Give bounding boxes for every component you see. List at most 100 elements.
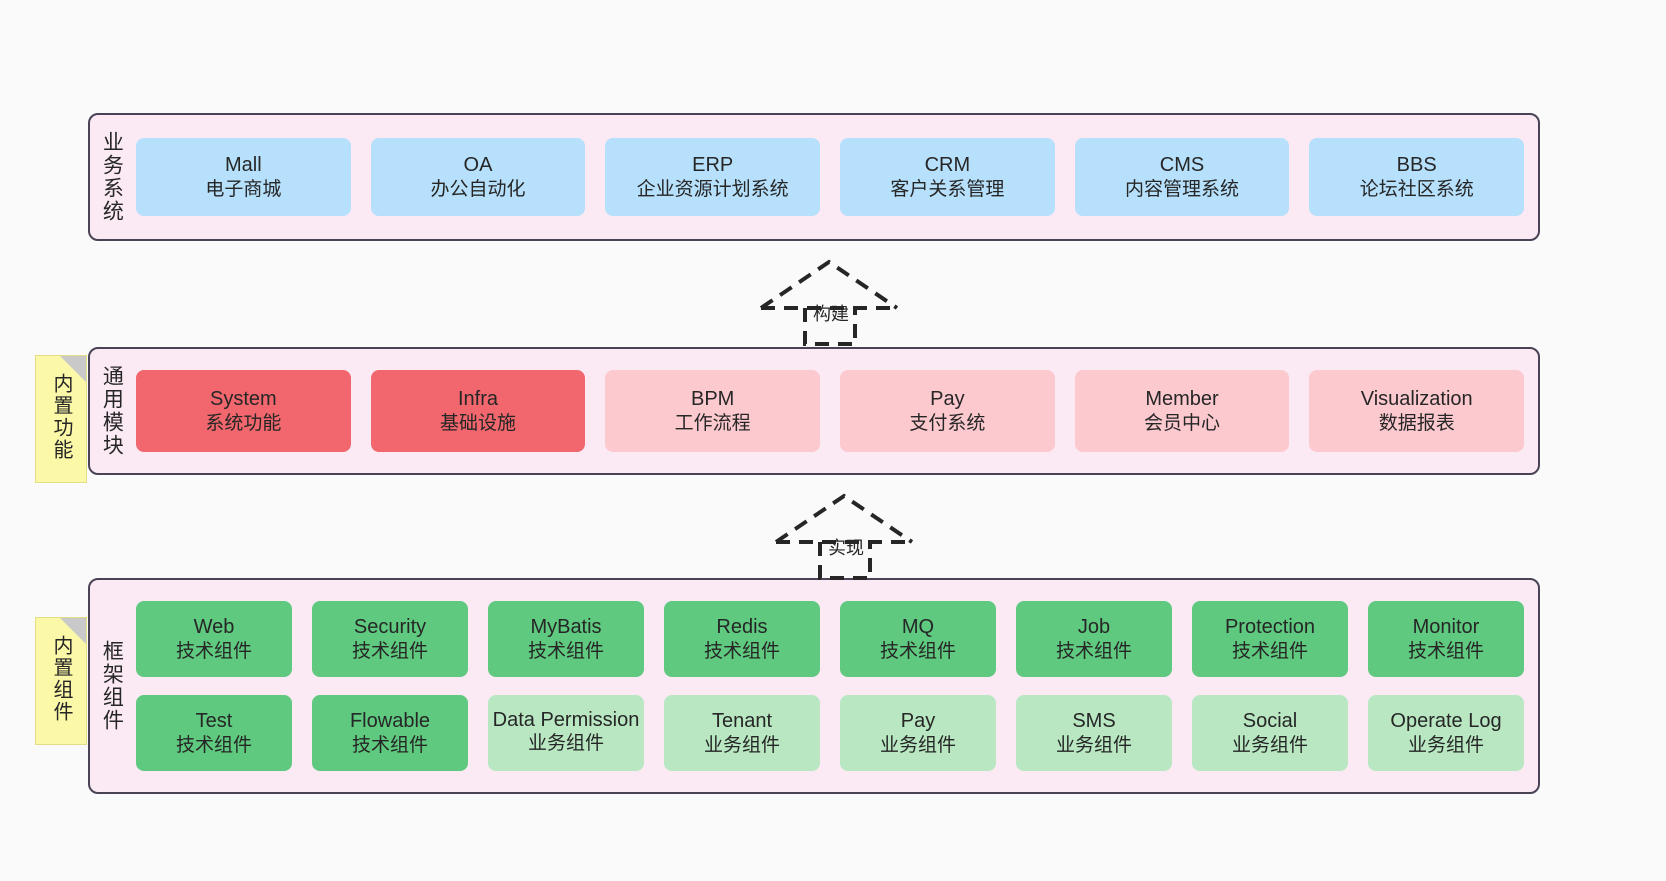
card-bbs[interactable]: BBS 论坛社区系统 (1309, 138, 1525, 216)
layer-common-module: 通用模块 System 系统功能 Infra 基础设施 BPM 工作流程 Pay… (88, 347, 1540, 475)
card-title-en: CRM (924, 153, 971, 176)
card-title-en: CMS (1159, 153, 1205, 176)
card-web[interactable]: Web 技术组件 (136, 601, 292, 677)
card-operate-log[interactable]: Operate Log 业务组件 (1368, 695, 1524, 771)
card-tenant[interactable]: Tenant 业务组件 (664, 695, 820, 771)
card-title-en: Member (1145, 387, 1219, 410)
card-title-cn: 业务组件 (1231, 734, 1308, 756)
card-title-en: Job (1077, 615, 1111, 638)
card-job[interactable]: Job 技术组件 (1016, 601, 1172, 677)
card-oa[interactable]: OA 办公自动化 (370, 138, 586, 216)
card-redis[interactable]: Redis 技术组件 (664, 601, 820, 677)
card-title-cn: 业务组件 (703, 734, 780, 756)
card-social[interactable]: Social 业务组件 (1192, 695, 1348, 771)
card-title-en: MQ (901, 615, 935, 638)
card-title-cn: 业务组件 (879, 734, 956, 756)
card-title-cn: 技术组件 (175, 640, 252, 662)
card-test[interactable]: Test 技术组件 (136, 695, 292, 771)
layer-title-common-module: 通用模块 (100, 365, 124, 457)
card-title-en: Web (193, 615, 235, 638)
card-row: Test 技术组件 Flowable 技术组件 Data Permission … (136, 695, 1524, 771)
card-mq[interactable]: MQ 技术组件 (840, 601, 996, 677)
card-title-en: Security (353, 615, 427, 638)
card-title-cn: 基础设施 (440, 412, 517, 434)
card-row: System 系统功能 Infra 基础设施 BPM 工作流程 Pay 支付系统… (136, 370, 1525, 452)
card-title-en: OA (463, 153, 493, 176)
card-title-cn: 技术组件 (351, 640, 428, 662)
card-title-cn: 技术组件 (1231, 640, 1308, 662)
card-member[interactable]: Member 会员中心 (1074, 370, 1290, 452)
card-title-cn: 支付系统 (909, 412, 986, 434)
card-title-en: Tenant (711, 709, 773, 732)
card-system[interactable]: System 系统功能 (136, 370, 351, 452)
card-title-en: Mall (225, 153, 262, 176)
card-title-cn: 客户关系管理 (890, 178, 1005, 200)
card-title-cn: 技术组件 (1055, 640, 1132, 662)
card-title-cn: 技术组件 (175, 734, 252, 756)
card-row: Mall 电子商城 OA 办公自动化 ERP 企业资源计划系统 CRM 客户关系… (136, 138, 1525, 216)
card-title-cn: 企业资源计划系统 (636, 178, 789, 200)
sticky-note-label: 内置组件 (50, 635, 72, 723)
card-flowable[interactable]: Flowable 技术组件 (312, 695, 468, 771)
card-cms[interactable]: CMS 内容管理系统 (1074, 138, 1290, 216)
layer-body-common-module: System 系统功能 Infra 基础设施 BPM 工作流程 Pay 支付系统… (132, 349, 1538, 473)
connector-label-implement: 实现 (828, 538, 864, 558)
card-infra[interactable]: Infra 基础设施 (370, 370, 586, 452)
card-protection[interactable]: Protection 技术组件 (1192, 601, 1348, 677)
card-mybatis[interactable]: MyBatis 技术组件 (488, 601, 644, 677)
card-title-cn: 系统功能 (205, 412, 282, 434)
card-title-en: Test (195, 709, 233, 732)
layer-title-framework-component: 框架组件 (100, 640, 124, 732)
card-monitor[interactable]: Monitor 技术组件 (1368, 601, 1524, 677)
card-title-en: Infra (457, 387, 499, 410)
card-title-en: Pay (900, 709, 936, 732)
card-title-en: ERP (692, 153, 734, 176)
card-pay-component[interactable]: Pay 业务组件 (840, 695, 996, 771)
card-title-en: Protection (1224, 615, 1316, 638)
card-mall[interactable]: Mall 电子商城 (136, 138, 351, 216)
card-visualization[interactable]: Visualization 数据报表 (1309, 370, 1525, 452)
card-title-cn: 技术组件 (351, 734, 428, 756)
card-title-cn: 技术组件 (1407, 640, 1484, 662)
card-sms[interactable]: SMS 业务组件 (1016, 695, 1172, 771)
card-title-cn: 业务组件 (1407, 734, 1484, 756)
card-row: Web 技术组件 Security 技术组件 MyBatis 技术组件 Redi… (136, 601, 1524, 677)
card-title-cn: 工作流程 (674, 412, 751, 434)
generalization-arrow-icon (774, 493, 914, 580)
card-bpm[interactable]: BPM 工作流程 (605, 370, 821, 452)
card-title-en: MyBatis (530, 615, 602, 638)
card-crm[interactable]: CRM 客户关系管理 (840, 138, 1055, 216)
generalization-arrow-icon (759, 259, 899, 346)
card-title-en: Social (1242, 709, 1298, 732)
card-title-en: BPM (691, 387, 735, 410)
card-erp[interactable]: ERP 企业资源计划系统 (605, 138, 821, 216)
connector-implement: 实现 (770, 490, 930, 580)
card-title-cn: 技术组件 (879, 640, 956, 662)
layer-title-business-system: 业务系统 (100, 131, 124, 223)
card-title-en: Pay (930, 387, 965, 410)
sticky-note-builtin-component: 内置组件 (35, 617, 87, 745)
sticky-note-builtin-function: 内置功能 (35, 355, 87, 483)
card-title-cn: 技术组件 (527, 640, 604, 662)
card-title-cn: 电子商城 (205, 178, 282, 200)
card-title-cn: 数据报表 (1378, 412, 1455, 434)
card-pay-module[interactable]: Pay 支付系统 (840, 370, 1055, 452)
card-title-en: SMS (1072, 709, 1116, 732)
card-title-en: Operate Log (1390, 709, 1502, 732)
card-security[interactable]: Security 技术组件 (312, 601, 468, 677)
connector-label-build: 构建 (813, 304, 849, 324)
sticky-note-label: 内置功能 (50, 373, 72, 461)
card-data-permission[interactable]: Data Permission 业务组件 (488, 695, 644, 771)
card-title-en: Monitor (1412, 615, 1480, 638)
folded-corner-icon (60, 356, 86, 382)
layer-body-business-system: Mall 电子商城 OA 办公自动化 ERP 企业资源计划系统 CRM 客户关系… (132, 115, 1538, 239)
card-title-en: Redis (716, 615, 768, 638)
card-title-cn: 技术组件 (703, 640, 780, 662)
card-title-cn: 办公自动化 (430, 178, 526, 200)
card-title-en: Visualization (1360, 387, 1473, 410)
connector-build: 构建 (755, 256, 915, 346)
layer-framework-component: 框架组件 Web 技术组件 Security 技术组件 MyBatis 技术组件… (88, 578, 1540, 794)
layer-business-system: 业务系统 Mall 电子商城 OA 办公自动化 ERP 企业资源计划系统 CRM… (88, 113, 1540, 241)
card-title-en: Flowable (349, 709, 431, 732)
